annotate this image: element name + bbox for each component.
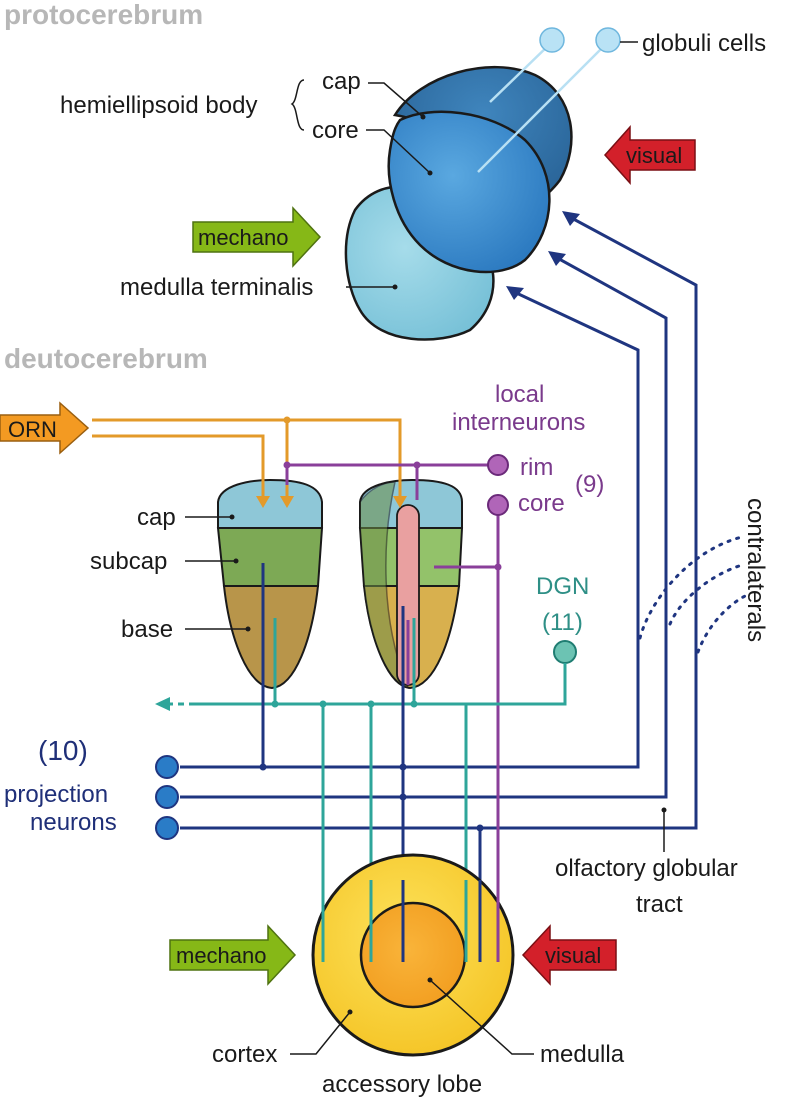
cortex-dot (347, 1009, 353, 1015)
pn-j4 (476, 824, 484, 832)
pn-j2 (399, 763, 407, 771)
globuli-cell-1 (539, 27, 565, 53)
mechano-arrow-bottom-label: mechano (176, 943, 267, 968)
orn-line-2 (92, 434, 265, 500)
hb-core-label: core (312, 117, 359, 144)
deutocerebrum-heading: deutocerebrum (4, 343, 208, 374)
hemiellipsoid-brace (290, 79, 305, 131)
core-neuron (487, 494, 509, 516)
dgn-arrowhead (155, 697, 170, 711)
dgn-neuron (553, 640, 577, 664)
glom-cap-dot (229, 514, 235, 520)
glom-base-label: base (121, 616, 173, 643)
accessory-lobe-label: accessory lobe (322, 1071, 482, 1098)
medulla-leader (429, 979, 534, 1055)
mechano-arrow-top (192, 206, 322, 268)
orn-arrowhead-2 (280, 496, 294, 508)
glom-base-dot (245, 626, 251, 632)
contralateral-2 (668, 563, 744, 626)
pn-j1 (259, 763, 267, 771)
dgn-label: DGN (536, 573, 589, 600)
rim-junction-2 (413, 461, 421, 469)
core-count-label: (9) (575, 471, 604, 498)
cortex-leader (290, 1011, 351, 1055)
contralateral-1 (638, 535, 744, 640)
rim-junction-1 (283, 461, 291, 469)
glom-subcap-dot (233, 558, 239, 564)
pn-label-line2: neurons (30, 809, 117, 836)
core-junction (494, 563, 502, 571)
cortex-label: cortex (212, 1041, 277, 1068)
medulla-terminalis-dot (392, 284, 398, 290)
medulla-dot (427, 977, 433, 983)
rim-neuron (487, 454, 509, 476)
pn-label-line1: projection (4, 781, 108, 808)
pn-soma-3 (155, 816, 179, 840)
medulla-label: medulla (540, 1041, 625, 1068)
orn-label: ORN (8, 417, 57, 442)
hb-core-dot (427, 170, 433, 176)
hemiellipsoid-core-shape (387, 110, 551, 274)
local-label-line1: local (495, 381, 544, 408)
local-label-line2: interneurons (452, 409, 585, 436)
pn-count-label: (10) (38, 735, 88, 766)
orn-arrowhead-3 (393, 496, 407, 508)
orn-junction (283, 416, 291, 424)
dgn-j3 (367, 700, 375, 708)
pn-tract-3 (180, 213, 698, 830)
pn-tract-3-arrowhead (562, 211, 580, 226)
pn-tract-2-arrowhead (548, 251, 566, 266)
ogt-dot (661, 807, 667, 813)
hb-cap-label: cap (322, 68, 361, 95)
core-label: core (518, 490, 565, 517)
visual-arrow-top (603, 125, 696, 185)
visual-arrow-top-label: visual (626, 143, 682, 168)
pn-tract-1 (180, 288, 640, 769)
mechano-arrow-bottom (169, 924, 297, 986)
dgn-axon (195, 663, 567, 706)
rim-label: rim (520, 454, 553, 481)
ogt-label-line2: tract (636, 891, 683, 918)
dgn-j4 (410, 700, 418, 708)
globuli-cell-2 (595, 27, 621, 53)
hb-cap-leader (368, 82, 424, 118)
globuli-axon-1 (489, 41, 553, 103)
contralateral-3 (696, 594, 747, 654)
medulla-terminalis-label: medulla terminalis (120, 274, 313, 301)
globuli-cells-label: globuli cells (642, 30, 766, 57)
orn-arrow (0, 401, 90, 455)
glom-cap-label: cap (137, 504, 176, 531)
visual-arrow-bottom-label: visual (545, 943, 601, 968)
ogt-label-line1: olfactory globular (555, 855, 738, 882)
pn-soma-1 (155, 755, 179, 779)
dgn-count-label: (11) (542, 609, 583, 636)
orn-arrowhead-1 (256, 496, 270, 508)
glom-subcap-label: subcap (90, 548, 167, 575)
orn-line-1 (92, 418, 402, 500)
accessory-lobe-medulla (359, 901, 467, 1009)
pn-soma-2 (155, 785, 179, 809)
pn-j3 (399, 793, 407, 801)
glomerulus-left (216, 478, 324, 690)
hb-cap-dot (420, 114, 426, 120)
glomerulus-right (358, 478, 464, 690)
mechano-arrow-top-label: mechano (198, 225, 289, 250)
pn-tract-1-arrowhead (506, 286, 524, 300)
protocerebrum-heading: protocerebrum (4, 0, 203, 30)
pn-tract-2 (180, 253, 668, 799)
globuli-axon-2 (477, 41, 609, 173)
hemiellipsoid-body-label: hemiellipsoid body (60, 92, 257, 119)
contralaterals-label: contralaterals (742, 498, 769, 642)
visual-arrow-bottom (521, 924, 617, 986)
dgn-j1 (271, 700, 279, 708)
hb-core-leader (366, 129, 431, 174)
dgn-j2 (319, 700, 327, 708)
